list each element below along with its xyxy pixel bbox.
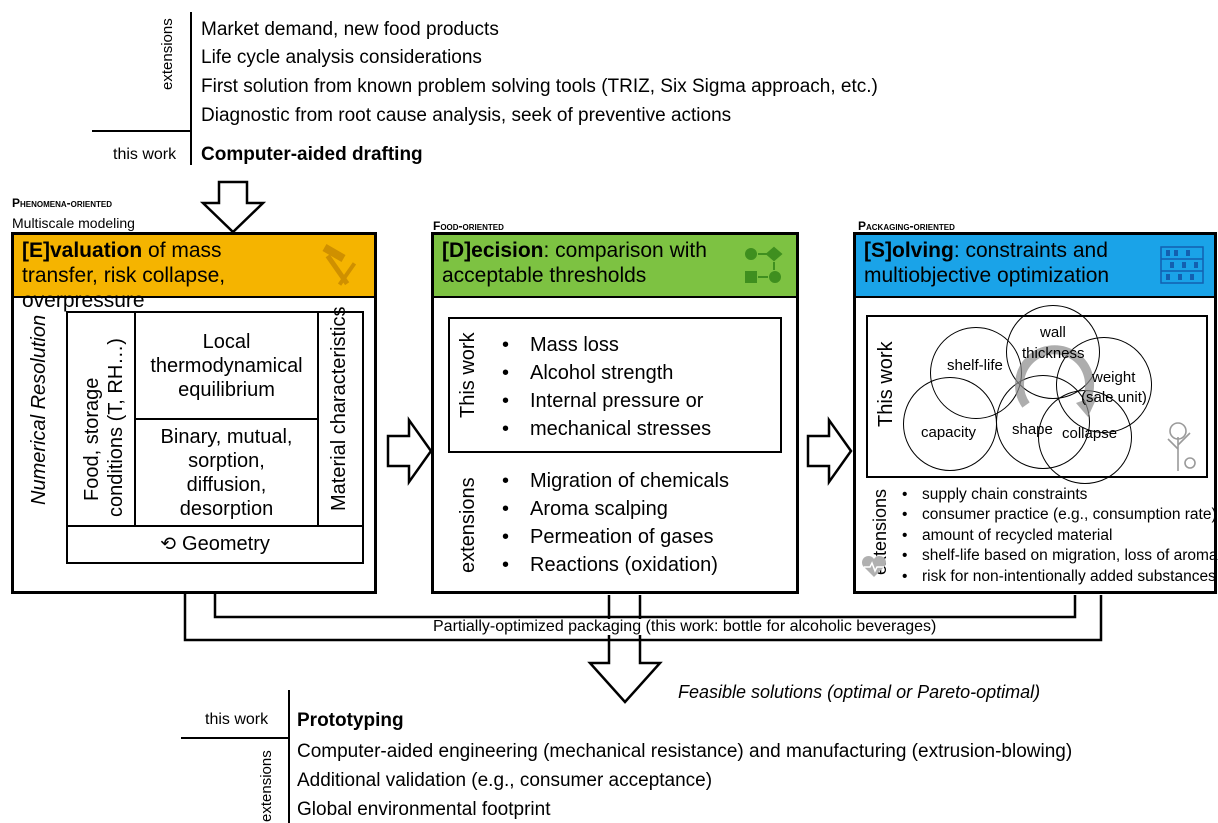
evaluation-subcategory: Multiscale modeling [12,215,135,231]
top-horizontal-divider [92,130,191,132]
decision-item-pressure-cont: mechanical stresses [490,415,711,443]
solving-extension-list: supply chain constraints consumer practi… [896,485,1218,587]
decision-header-text: : comparison with acceptable thresholds [442,239,707,287]
geometry-label: Geometry [182,533,270,555]
label-thickness: thickness [1022,345,1085,362]
label-wall: wall [1040,324,1066,341]
decision-item-pressure-line2: mechanical stresses [530,418,712,440]
solving-category: Packaging-oriented [858,219,955,233]
right-arrow-eval-to-decision [386,416,433,486]
decision-this-work-list: Mass loss Alcohol strength Internal pres… [490,331,711,443]
evaluation-box: [E]valuation of mass transfer, risk coll… [11,232,377,594]
decision-box: [D]ecision: comparison with acceptable t… [431,232,799,594]
decision-ext-aroma: Aroma scalping [490,495,729,523]
evaluation-header-text: of mass transfer, risk collapse, overpre… [22,239,226,312]
bottom-this-work-label: this work [205,711,269,728]
solving-ext-supply: supply chain constraints [896,485,1218,506]
bottom-horizontal-divider [181,737,289,739]
solving-header-text: : constraints and multiobjective optimiz… [864,239,1110,287]
solving-box: [S]olving: constraints and multiobjectiv… [853,232,1218,594]
evaluation-category: Phenomena-oriented [12,196,113,210]
geometry-row: ⟲ Geometry [68,525,362,562]
label-sale-unit: (sale unit) [1081,389,1147,406]
top-item-2: Life cycle analysis considerations [201,47,482,68]
food-storage-cell [68,313,136,525]
decision-this-work-panel [448,317,782,453]
bottom-vertical-divider [288,690,290,823]
decision-ext-reactions: Reactions (oxidation) [490,551,729,579]
binary-diffusion-cell: Binary, mutual, sorption, diffusion, des… [160,425,293,520]
label-collapse: collapse [1062,425,1118,442]
bottom-this-work-value: Prototyping [297,710,404,731]
top-item-1: Market demand, new food products [201,19,499,40]
decision-item-alcohol: Alcohol strength [490,359,711,387]
evaluation-header: [E]valuation of mass transfer, risk coll… [14,235,374,312]
bottom-item-3: Global environmental footprint [297,799,551,820]
decision-header-title: [D]ecision [442,239,544,262]
food-storage-line-1: Food, storage [81,377,103,501]
material-characteristics-label: Material characteristics [328,306,350,511]
solving-ext-shelf-life: shelf-life based on migration, loss of a… [896,546,1218,567]
bottom-item-1: Computer-aided engineering (mechanical r… [297,741,1073,762]
bottom-item-2: Additional validation (e.g., consumer ac… [297,770,713,791]
local-equilibrium-cell: Local thermodynamical equilibrium [136,313,317,420]
solving-ext-recycled: amount of recycled material [896,526,1218,547]
solving-header: [S]olving: constraints and multiobjectiv… [856,235,1214,298]
label-weight: weight [1092,369,1136,386]
decision-ext-migration: Migration of chemicals [490,467,729,495]
material-cell [317,313,362,525]
label-capacity: capacity [921,424,977,441]
tree-gear-icon [1167,422,1196,471]
evaluation-header-title: [E]valuation [22,239,143,262]
decision-header: [D]ecision: comparison with acceptable t… [434,235,796,298]
decision-item-pressure: Internal pressure or [490,387,711,415]
solving-ext-consumer: consumer practice (e.g., consumption rat… [896,505,1218,526]
top-this-work-label: this work [113,146,177,163]
decision-this-work-label: This work [457,332,479,418]
hammer-icon [322,244,357,286]
down-arrow-feasible [587,595,663,704]
top-item-3: First solution from known problem solvin… [201,76,878,97]
cycle-arrow-icon [1015,345,1098,417]
top-vertical-divider [190,12,192,165]
solving-this-work-label: This work [875,341,897,427]
abacus-icon [1160,246,1204,284]
top-item-4: Diagnostic from root cause analysis, see… [201,105,732,126]
decision-ext-permeation: Permeation of gases [490,523,729,551]
label-shelf-life: shelf-life [947,357,1003,374]
bottom-extensions-label: extensions [258,750,275,822]
food-storage-line-2: conditions (T, RH…) [105,338,127,517]
refresh-icon: ⟲ [160,534,177,555]
feasible-label: Feasible solutions (optimal or Pareto-op… [678,682,1041,702]
decision-extension-list: Migration of chemicals Aroma scalping Pe… [490,467,729,579]
decision-category: Food-oriented [433,219,504,233]
solving-ext-risk: risk for non-intentionally added substan… [896,567,1218,588]
label-shape: shape [1012,421,1053,438]
top-this-work-value: Computer-aided drafting [201,144,423,165]
decision-flow-icon [745,246,783,283]
solving-header-title: [S]olving [864,239,954,262]
numerical-resolution-label: Numerical Resolution [28,314,50,505]
decision-extensions-label: extensions [457,477,479,573]
evaluation-inner-grid: Food, storage conditions (T, RH…) Local … [66,306,364,564]
decision-item-mass-loss: Mass loss [490,331,711,359]
right-arrow-decision-to-solving [806,416,853,486]
down-arrow-into-evaluation [199,180,267,234]
loop-label: Partially-optimized packaging (this work… [430,619,940,635]
heartbeat-icon [861,555,887,577]
